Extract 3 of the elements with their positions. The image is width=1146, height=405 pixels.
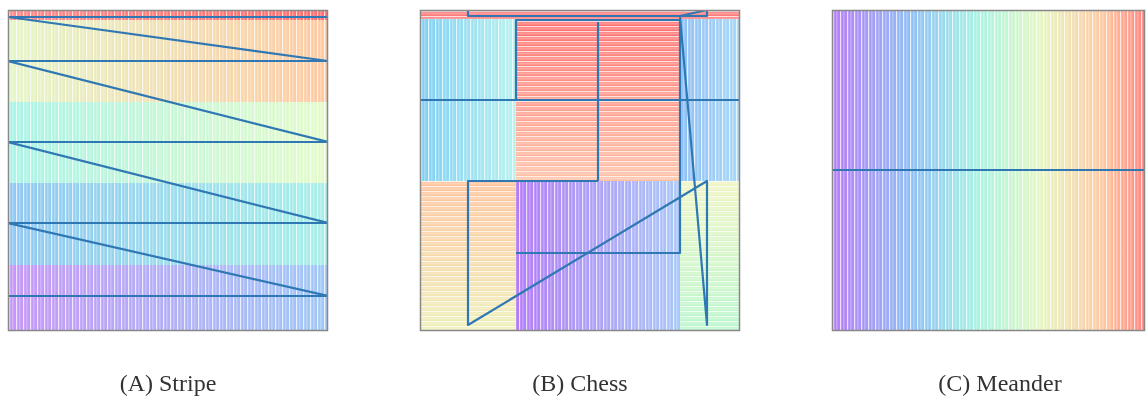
figure-caption: (A) Stripe <box>118 370 218 397</box>
figure-caption: (C) Meander <box>937 370 1063 397</box>
figure-caption: (B) Chess <box>531 370 629 397</box>
